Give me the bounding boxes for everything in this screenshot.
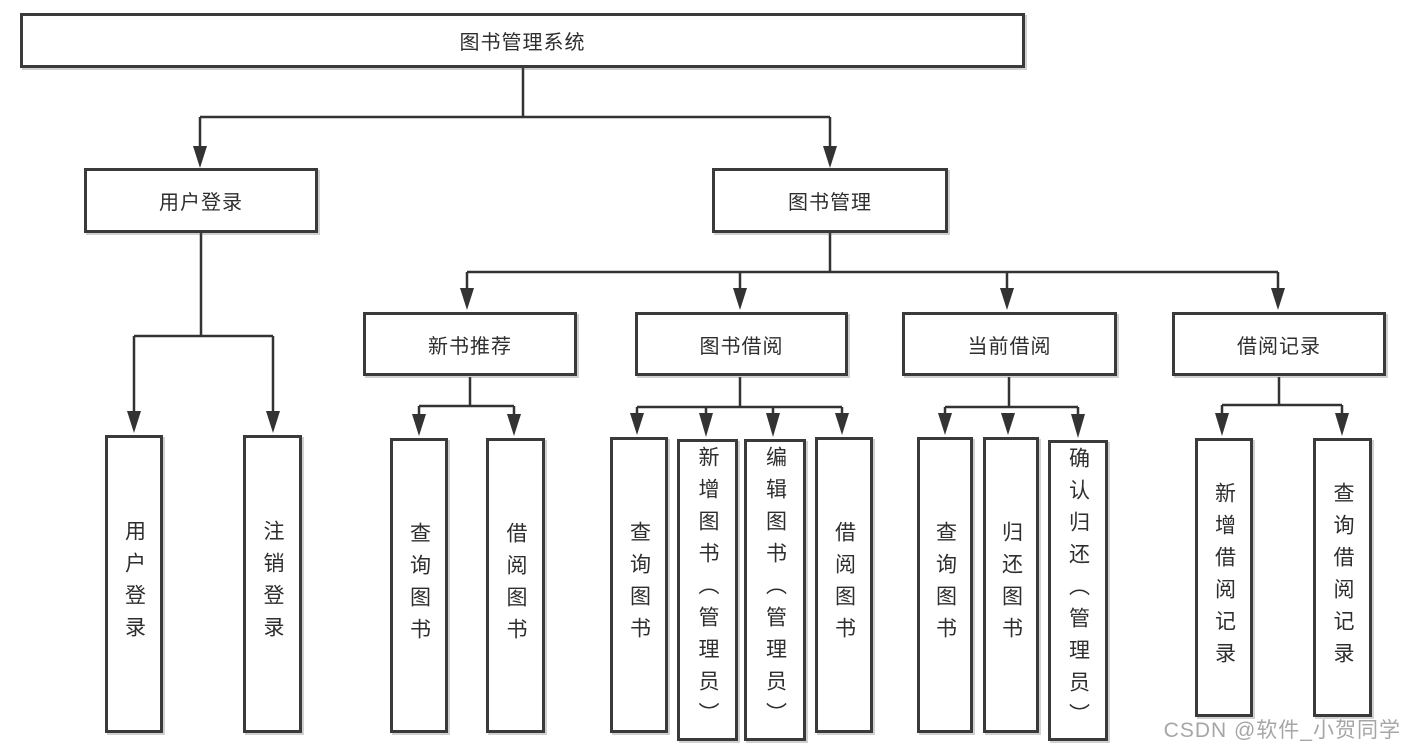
edges-root-to-level2 — [198, 68, 832, 147]
node-library-system-label: 图书管理系统 — [459, 32, 586, 54]
node-leaf-query-borrow-record: 查询借阅记录 — [1313, 438, 1372, 717]
node-book-borrow-label: 图书借阅 — [699, 335, 784, 358]
node-leaf-edit-books-admin: 编辑图书（管理员） — [744, 439, 806, 741]
node-leaf-logout-label: 注销登录 — [261, 520, 284, 648]
node-leaf-borrow-books-borrow: 借阅图书 — [815, 437, 873, 733]
node-leaf-query-books-borrow-label: 查询图书 — [627, 521, 651, 649]
arrowheads-root-to-level2 — [193, 146, 837, 168]
node-leaf-edit-books-admin-label: 编辑图书（管理员） — [763, 446, 787, 734]
node-book-borrow: 图书借阅 — [635, 312, 848, 376]
node-leaf-borrow-books-borrow-label: 借阅图书 — [832, 521, 856, 649]
edges-book-mgmt-to-level3 — [465, 233, 1280, 289]
arrowheads-book-mgmt-to-level3 — [460, 288, 1285, 310]
node-book-mgmt: 图书管理 — [712, 168, 948, 233]
node-current-borrow-label: 当前借阅 — [967, 335, 1052, 358]
node-leaf-logout: 注销登录 — [243, 435, 302, 733]
node-leaf-confirm-return-admin: 确认归还（管理员） — [1048, 440, 1108, 741]
node-leaf-add-books-admin: 新增图书（管理员） — [677, 439, 738, 741]
node-leaf-user-login-label: 用户登录 — [122, 520, 146, 648]
edges-new-books-to-leaves — [417, 377, 516, 415]
node-leaf-borrow-books-newbooks: 借阅图书 — [486, 438, 545, 733]
node-leaf-return-books-label: 归还图书 — [999, 521, 1023, 649]
node-leaf-borrow-books-newbooks-label: 借阅图书 — [504, 521, 527, 650]
csdn-watermark: CSDN @软件_小贺同学 — [1163, 719, 1401, 742]
arrowheads-user-login-to-leaves — [127, 411, 280, 433]
edges-current-borrow-to-leaves — [943, 377, 1080, 414]
node-book-mgmt-label: 图书管理 — [788, 192, 872, 214]
node-leaf-return-books: 归还图书 — [983, 437, 1039, 733]
node-user-login: 用户登录 — [84, 168, 318, 233]
node-leaf-confirm-return-admin-label: 确认归还（管理员） — [1066, 446, 1090, 735]
node-leaf-query-books-current-label: 查询图书 — [933, 521, 957, 649]
node-borrow-records-label: 借阅记录 — [1237, 335, 1321, 358]
arrowheads-new-books-to-leaves — [412, 414, 521, 436]
node-leaf-add-books-admin-label: 新增图书（管理员） — [696, 446, 719, 734]
node-leaf-add-borrow-record-label: 新增借阅记录 — [1212, 481, 1236, 674]
node-leaf-query-books-newbooks: 查询图书 — [390, 438, 448, 733]
node-leaf-query-books-newbooks-label: 查询图书 — [407, 521, 431, 650]
arrowheads-current-borrow-to-leaves — [938, 413, 1085, 438]
arrowheads-borrow-records-to-leaves — [1215, 413, 1349, 436]
edges-book-borrow-to-leaves — [635, 377, 844, 414]
node-user-login-label: 用户登录 — [159, 192, 243, 214]
node-leaf-add-borrow-record: 新增借阅记录 — [1195, 438, 1253, 717]
node-leaf-query-books-borrow: 查询图书 — [610, 437, 668, 733]
edges-user-login-to-leaves — [132, 233, 275, 412]
node-leaf-user-login: 用户登录 — [105, 435, 163, 733]
node-leaf-query-borrow-record-label: 查询借阅记录 — [1331, 481, 1354, 674]
node-new-books: 新书推荐 — [363, 312, 577, 376]
arrowheads-book-borrow-to-leaves — [630, 413, 849, 437]
node-library-system: 图书管理系统 — [20, 13, 1025, 68]
node-current-borrow: 当前借阅 — [902, 312, 1117, 376]
edges-borrow-records-to-leaves — [1220, 377, 1344, 414]
node-borrow-records: 借阅记录 — [1172, 312, 1386, 376]
node-new-books-label: 新书推荐 — [428, 335, 512, 358]
node-leaf-query-books-current: 查询图书 — [917, 437, 973, 733]
